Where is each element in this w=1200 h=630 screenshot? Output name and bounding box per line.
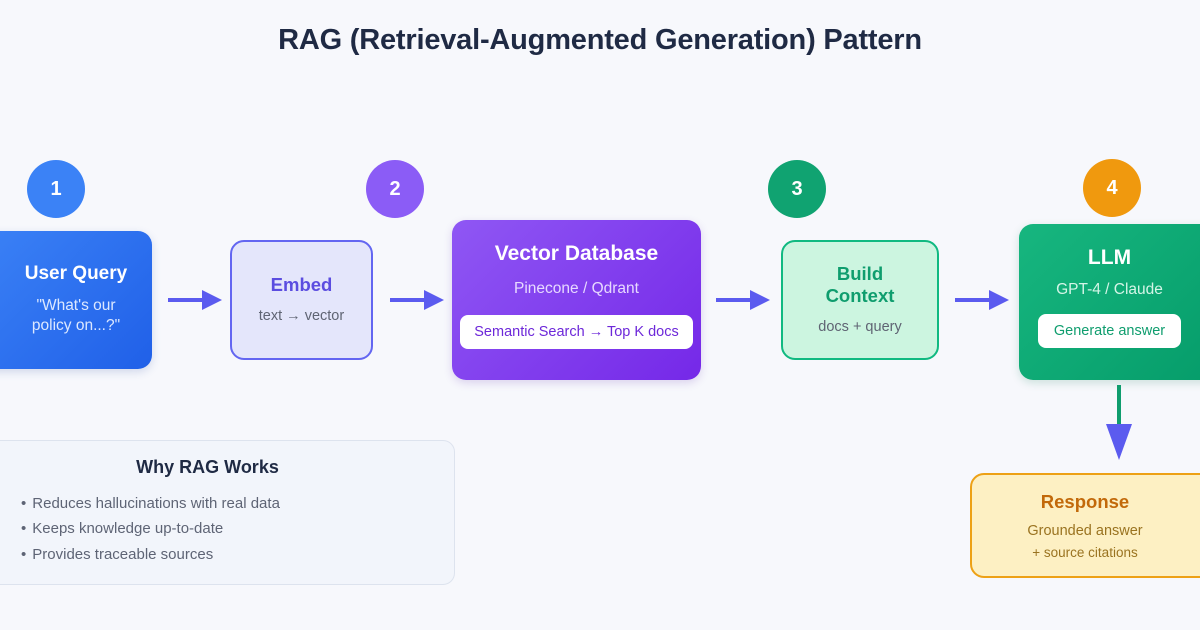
bullet-dot-icon: • [21, 495, 27, 512]
arrow-tail [955, 298, 991, 302]
bullet-dot-icon: • [21, 545, 27, 563]
step-badge-3: 3 [768, 160, 826, 218]
node-embed-subtitle: text → vector [258, 308, 345, 325]
arrow-embed-to-vector-db [390, 290, 444, 310]
node-response-subtitle-2: + source citations [1032, 544, 1138, 560]
node-build-context-subtitle: docs + query [818, 318, 902, 335]
node-user-query[interactable]: User Query "What's our policy on...?" [0, 231, 152, 369]
arrow-vector-db-to-build-context [716, 290, 770, 310]
arrow-tail [716, 298, 752, 302]
arrow-llm-to-response [1103, 385, 1137, 470]
node-response[interactable]: Response Grounded answer + source citati… [970, 473, 1200, 578]
arrow-head-icon [202, 290, 222, 310]
arrow-head-icon [989, 290, 1009, 310]
why-rag-works-title: Why RAG Works [136, 457, 279, 477]
node-build-context-title-line1: Build [836, 263, 884, 285]
node-user-query-subtitle-line1: "What's our [36, 297, 116, 315]
list-item-label: Reduces hallucinations with real data [32, 495, 280, 512]
node-vector-database-subtitle: Pinecone / Qdrant [514, 280, 639, 298]
node-vector-database-title: Vector Database [494, 242, 659, 265]
node-vector-database[interactable]: Vector Database Pinecone / Qdrant Semant… [452, 220, 701, 380]
arrow-head-icon [424, 290, 444, 310]
arrow-tail [390, 298, 426, 302]
node-llm[interactable]: LLM GPT-4 / Claude Generate answer [1019, 224, 1200, 380]
step-badge-4: 4 [1083, 159, 1141, 217]
list-item: • Provides traceable sources [21, 543, 434, 566]
generate-answer-chip[interactable]: Generate answer [1037, 314, 1182, 349]
node-llm-title: LLM [1087, 246, 1132, 269]
list-item: • Keeps knowledge up-to-date [21, 517, 434, 540]
arrow-tail [1117, 385, 1121, 425]
arrow-build-context-to-llm [955, 290, 1009, 310]
arrow-head-down-icon [1106, 424, 1132, 460]
arrow-tail [168, 298, 204, 302]
step-badge-2: 2 [366, 160, 424, 218]
arrow-user-query-to-embed [168, 290, 222, 310]
node-build-context-title-line2: Context [825, 284, 895, 306]
node-llm-subtitle: GPT-4 / Claude [1056, 281, 1163, 299]
list-item-label: Keeps knowledge up-to-date [32, 520, 224, 538]
node-user-query-subtitle-line2: policy on...?" [31, 317, 121, 335]
node-response-title: Response [1040, 491, 1130, 513]
node-user-query-title: User Query [24, 263, 128, 285]
arrow-head-icon [750, 290, 770, 310]
node-embed-title: Embed [270, 273, 333, 295]
node-embed[interactable]: Embed text → vector [230, 240, 373, 360]
node-build-context[interactable]: Build Context docs + query [781, 240, 939, 360]
list-item: • Reduces hallucinations with real data [21, 492, 434, 515]
node-response-subtitle: Grounded answer [1027, 522, 1143, 539]
bullet-dot-icon: • [21, 520, 27, 538]
step-badge-1: 1 [27, 160, 85, 218]
semantic-search-chip[interactable]: Semantic Search → Top K docs [460, 315, 693, 350]
why-rag-works-panel: Why RAG Works • Reduces hallucinations wi… [0, 440, 455, 585]
list-item-label: Provides traceable sources [32, 545, 214, 563]
page-title: RAG (Retrieval-Augmented Generation) Pat… [278, 24, 922, 56]
